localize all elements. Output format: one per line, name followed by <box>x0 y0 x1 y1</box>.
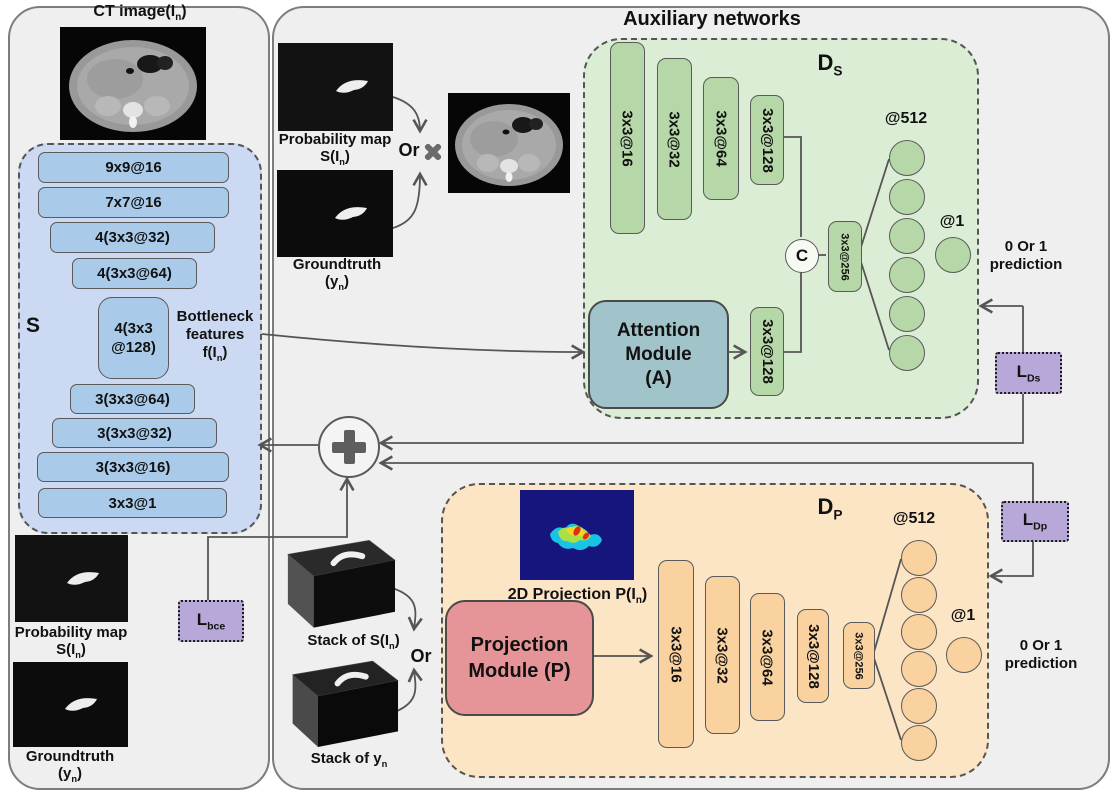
groundtruth-to-or-arrow <box>392 171 428 229</box>
ds-conv-bar-2: 3x3@32 <box>657 58 692 220</box>
multiply-icon <box>421 140 445 164</box>
decoder-layer-3: 3(3x3@16) <box>37 452 229 482</box>
ds-512-label: @512 <box>884 110 928 127</box>
ds-neuron-2 <box>889 179 925 215</box>
dp-512-label: @512 <box>892 510 936 527</box>
plus-merge-icon <box>318 416 380 478</box>
ct-image <box>60 27 206 140</box>
projection-heatmap-image <box>520 490 634 580</box>
dp-neuron-1 <box>901 540 937 576</box>
groundtruth-label-top: Groundtruth (yn) <box>292 256 382 292</box>
decoder-layer-2: 3(3x3@32) <box>52 418 217 448</box>
s-network-label: S <box>25 314 40 337</box>
dp-neuron-5 <box>901 688 937 724</box>
ds-prediction-label: 0 Or 1 prediction <box>989 238 1063 273</box>
bottleneck-to-attention-arrow <box>261 333 586 360</box>
auxiliary-networks-title: Auxiliary networks <box>623 8 801 30</box>
ds-neuron-1 <box>889 140 925 176</box>
dp-neuron-6 <box>901 725 937 761</box>
masked-ct-image <box>448 93 570 193</box>
encoder-layer-2: 7x7@16 <box>38 187 229 218</box>
bottleneck-caption: Bottleneck features f(In) <box>176 308 254 363</box>
ds-neuron-3 <box>889 218 925 254</box>
groundtruth-image-left <box>13 662 128 747</box>
attention-module: Attention Module (A) <box>588 300 729 409</box>
dp-conv-bar-2: 3x3@32 <box>705 576 740 734</box>
decoder-layer-1: 3(3x3@64) <box>70 384 195 414</box>
dp-fan-bottom-line <box>873 657 902 741</box>
ds-neuron-6 <box>889 335 925 371</box>
ds-conv-bar-4: 3x3@128 <box>750 95 784 185</box>
ds-conv-bar-1: 3x3@16 <box>610 42 645 234</box>
encoder-layer-3: 4(3x3@32) <box>50 222 215 253</box>
attnconv-to-concat-line <box>783 272 802 353</box>
ldp-to-dppanel-arrow <box>988 463 1034 584</box>
probmap-to-or-arrow <box>392 96 428 134</box>
projection-caption: 2D Projection P(In) <box>507 586 648 607</box>
stack-of-y-image <box>291 660 399 747</box>
encoder-layer-4: 4(3x3@64) <box>72 258 197 289</box>
loss-bce-badge: Lbce <box>178 600 244 642</box>
dp-neuron-2 <box>901 577 937 613</box>
ds-conv-bar-3: 3x3@64 <box>703 77 739 200</box>
loss-dp-badge: LDp <box>1001 501 1069 542</box>
dp-output-neuron <box>946 637 982 673</box>
or-bottom-label: Or <box>410 646 432 666</box>
dp-conv-bar-3: 3x3@64 <box>750 593 785 721</box>
lds-to-plus-arrow <box>378 306 1024 451</box>
ds-1-label: @1 <box>939 213 965 230</box>
stack-of-y-label: Stack of yn <box>310 750 388 769</box>
dp-neuron-3 <box>901 614 937 650</box>
dp-label: DP <box>817 494 843 523</box>
stacky-to-or-arrow <box>391 667 423 714</box>
decoder-layer-4: 3x3@1 <box>38 488 227 518</box>
groundtruth-label-left: Groundtruth (yn) <box>25 748 115 784</box>
groundtruth-image-top <box>277 170 393 257</box>
dp-fc-bar: 3x3@256 <box>843 622 875 689</box>
ct-image-title: CT image(In) <box>93 3 187 24</box>
dp-1-label: @1 <box>950 607 976 624</box>
encoder-layer-1: 9x9@16 <box>38 152 229 183</box>
dp-prediction-label: 0 Or 1 prediction <box>1004 637 1078 672</box>
probability-map-image-top <box>278 43 393 131</box>
lbce-to-plus-arrow <box>207 476 355 600</box>
dp-fan-top-line <box>873 558 902 653</box>
bottleneck-layer: 4(3x3@128) <box>98 297 169 379</box>
ds-fc-bar: 3x3@256 <box>828 221 862 292</box>
ds-neuron-4 <box>889 257 925 293</box>
projection-module: Projection Module (P) <box>445 600 594 716</box>
ds-attn-conv-bar: 3x3@128 <box>750 307 784 396</box>
probability-map-label-top: Probability map S(In) <box>278 131 392 167</box>
ds-fan-bottom-line <box>860 261 890 351</box>
ds-neuron-5 <box>889 296 925 332</box>
stack-of-s-image <box>287 540 396 628</box>
probability-map-image-left <box>15 535 128 622</box>
ds-label: DS <box>817 50 843 79</box>
dp-neuron-4 <box>901 651 937 687</box>
encoder128-to-concat-line <box>783 136 802 237</box>
dp-conv-bar-4: 3x3@128 <box>797 609 829 703</box>
loss-ds-badge: LDs <box>995 352 1062 394</box>
ds-fan-top-line <box>860 158 890 248</box>
concatenation-circle: C <box>785 239 819 273</box>
or-top-label: Or <box>398 140 420 160</box>
stacks-to-or-arrow <box>391 587 423 632</box>
dp-conv-bar-1: 3x3@16 <box>658 560 694 748</box>
probability-map-label-left: Probability map S(In) <box>14 624 128 660</box>
stack-of-s-label: Stack of S(In) <box>307 632 400 651</box>
ds-output-neuron <box>935 237 971 273</box>
